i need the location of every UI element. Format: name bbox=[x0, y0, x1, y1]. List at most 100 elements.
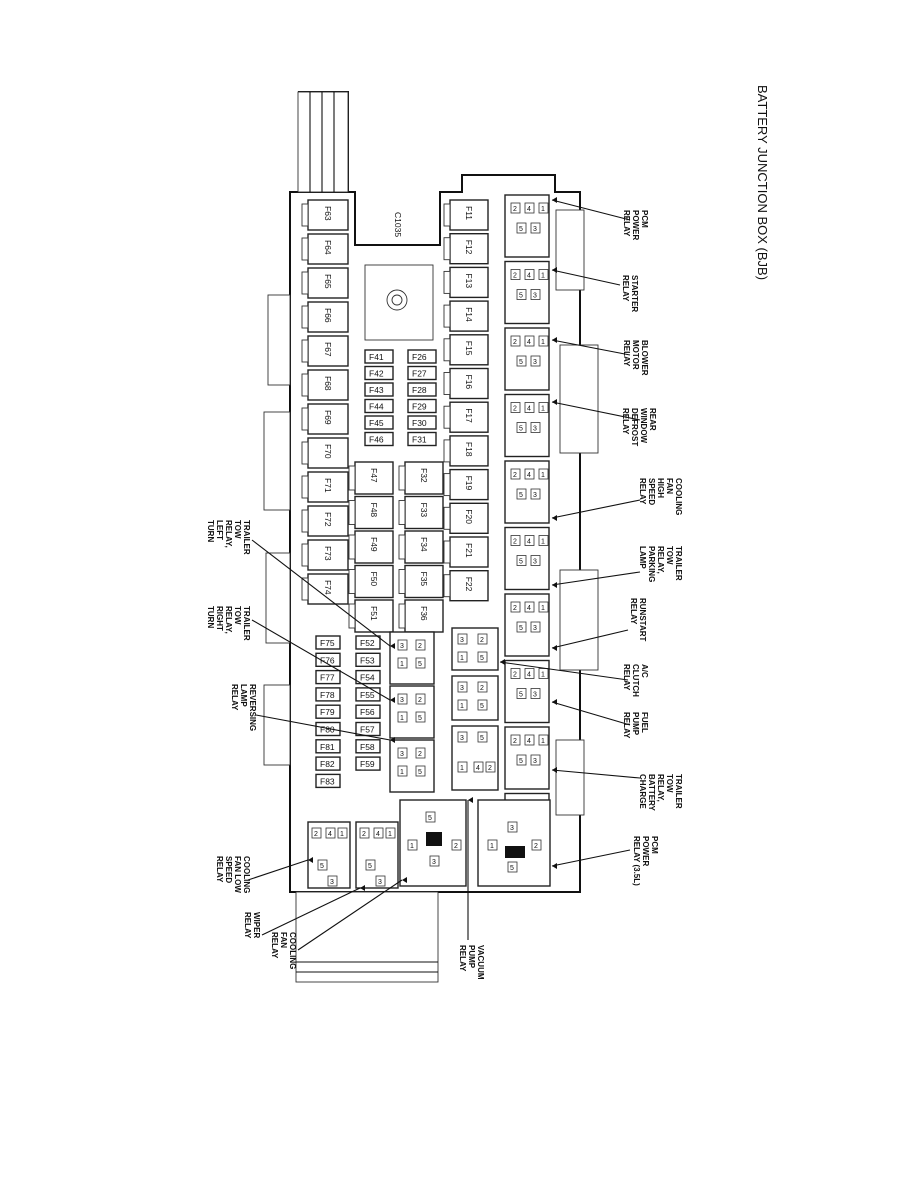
relay-pin bbox=[457, 699, 468, 711]
callout-label: DEFROST bbox=[630, 408, 639, 446]
relay-pin-label: 5 bbox=[418, 715, 422, 722]
fuse-terminal bbox=[301, 407, 309, 431]
callout-label: RELAY, bbox=[656, 546, 665, 574]
callout-label: BLOWER bbox=[640, 340, 649, 376]
relay-pin-label: 2 bbox=[513, 406, 517, 413]
fuse-label: F13 bbox=[464, 273, 474, 288]
mini-fuse-label: F75 bbox=[320, 638, 335, 648]
relay-pin bbox=[538, 402, 549, 413]
relay-pin bbox=[510, 202, 521, 214]
callout-label: A/C bbox=[640, 664, 649, 678]
callout-arrowhead bbox=[552, 645, 557, 651]
relay-pin-label: 1 bbox=[541, 738, 545, 745]
fuse-body bbox=[354, 599, 394, 633]
fuse-terminal bbox=[443, 506, 451, 530]
relay-pin bbox=[538, 269, 549, 280]
callout-label: PARKING bbox=[647, 546, 656, 582]
relay-pin-label: 1 bbox=[340, 831, 344, 838]
fuse-body bbox=[307, 539, 349, 571]
relay-pin-label: 5 bbox=[428, 815, 432, 822]
callout-label: TURN bbox=[206, 606, 215, 628]
relay-pin bbox=[407, 839, 418, 851]
diagram-title: BATTERY JUNCTION BOX (BJB) bbox=[755, 85, 770, 280]
callout-arrowhead bbox=[500, 659, 505, 665]
mini-fuse-body bbox=[407, 415, 437, 430]
fuse-terminal bbox=[398, 465, 406, 491]
relay-pin bbox=[507, 821, 518, 833]
fuse-terminal bbox=[301, 543, 309, 567]
fuse-terminal bbox=[443, 338, 451, 362]
relay-pin-label: 5 bbox=[480, 735, 484, 742]
fuse-label: F36 bbox=[419, 606, 429, 621]
mini-fuse-label: F78 bbox=[320, 690, 335, 700]
mini-fuse-body bbox=[315, 704, 341, 719]
callout-group: PCMPOWERRELAYSTARTERRELAYBLOWERMOTORRELA… bbox=[206, 197, 683, 980]
relay-pin-label: 2 bbox=[418, 643, 422, 650]
callout-leader bbox=[551, 849, 631, 867]
relay-pin-label: 1 bbox=[400, 769, 404, 776]
relay-pin bbox=[510, 468, 521, 480]
relay-pin bbox=[457, 731, 468, 743]
relay-pin bbox=[530, 754, 541, 766]
fuse-label: F49 bbox=[369, 537, 379, 552]
callout-leader bbox=[551, 571, 641, 586]
mini-fuse-body bbox=[315, 739, 341, 754]
relay-pin-label: 4 bbox=[476, 765, 480, 772]
relay-pin-label: 2 bbox=[418, 751, 422, 758]
callout-leader bbox=[551, 499, 641, 519]
callout-arrowhead bbox=[468, 797, 473, 803]
relay-pin bbox=[538, 335, 549, 347]
mini-fuse-label: F44 bbox=[369, 402, 384, 412]
fuse-body bbox=[307, 301, 349, 333]
callout-leader bbox=[551, 401, 641, 421]
relay-pin bbox=[397, 711, 408, 723]
relay-pin-label: 4 bbox=[527, 339, 531, 346]
relay-pin bbox=[538, 202, 549, 214]
callout-leader bbox=[261, 887, 361, 936]
fuse-label: F73 bbox=[323, 546, 333, 561]
relay-pin bbox=[485, 761, 496, 773]
relay-pin-label: 3 bbox=[533, 692, 537, 699]
callout-label: RELAY, bbox=[224, 606, 233, 634]
relay-pin-label: 3 bbox=[533, 758, 537, 765]
callout-leader bbox=[551, 629, 629, 649]
fuse-group: F63F64F65F66F67F68F69F70F71F72F73F74F11F… bbox=[301, 199, 489, 789]
fuse-label: F17 bbox=[464, 408, 474, 423]
mini-fuse-label: F58 bbox=[360, 742, 375, 752]
relay-pin-label: 3 bbox=[378, 879, 382, 886]
relay-pin-label: 1 bbox=[460, 703, 464, 710]
relay-pin-label: 2 bbox=[513, 539, 517, 546]
fuse-label: F35 bbox=[419, 572, 429, 587]
relay-pin bbox=[415, 693, 426, 705]
relay-pin bbox=[530, 488, 541, 500]
relay-pin-label: 1 bbox=[388, 831, 392, 838]
callout-arrowhead bbox=[552, 337, 557, 343]
fuse-label: F33 bbox=[419, 503, 429, 518]
fuse-terminal bbox=[301, 577, 309, 601]
mini-fuse-label: F26 bbox=[412, 352, 427, 362]
fuse-body bbox=[449, 401, 489, 433]
callout-label: TOW bbox=[665, 774, 674, 793]
callout-leader bbox=[255, 714, 391, 741]
relay-pin-label: 2 bbox=[488, 765, 492, 772]
mini-fuse-label: F77 bbox=[320, 673, 335, 683]
fuse-label: F47 bbox=[369, 468, 379, 483]
callout-label: TRAILER bbox=[242, 520, 251, 555]
fuse-terminal bbox=[348, 569, 356, 594]
relay-pin-label: 5 bbox=[480, 703, 484, 710]
relay-body bbox=[389, 631, 435, 685]
relay-pin bbox=[530, 355, 541, 367]
relay-pin bbox=[473, 761, 484, 773]
relay-pin-label: 1 bbox=[541, 539, 545, 546]
callout-leader bbox=[551, 769, 641, 779]
relay-pin-label: 5 bbox=[480, 655, 484, 662]
relay-pin-label: 4 bbox=[527, 738, 531, 745]
fuse-label: F48 bbox=[369, 503, 379, 518]
fuse-terminal bbox=[348, 534, 356, 560]
relay-pin-label: 1 bbox=[460, 765, 464, 772]
fuse-body bbox=[307, 233, 349, 265]
mini-fuse-label: F55 bbox=[360, 690, 375, 700]
mini-fuse-body bbox=[315, 756, 341, 771]
relay-pin bbox=[516, 289, 527, 300]
callout-arrowhead bbox=[390, 697, 395, 703]
